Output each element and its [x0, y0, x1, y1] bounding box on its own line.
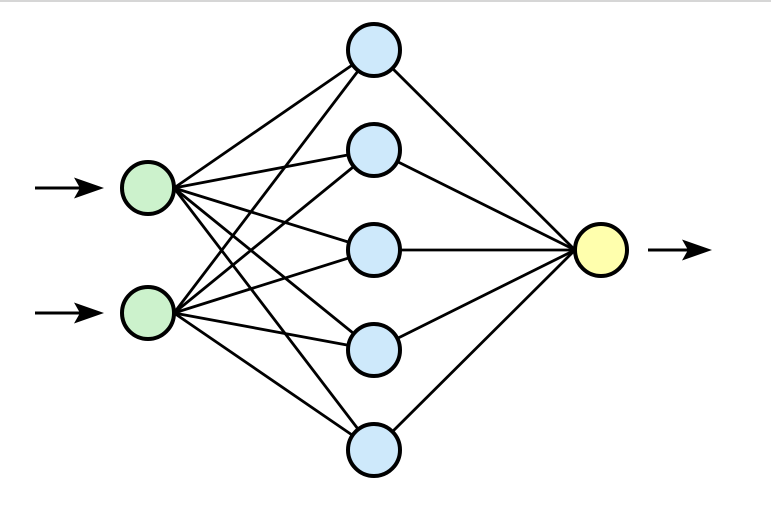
hidden-node-5: [346, 422, 402, 478]
arrow-head: [74, 177, 104, 199]
nodes-layer: [120, 22, 629, 478]
edge-input-1-hidden-5: [172, 187, 376, 451]
output-node-1: [573, 222, 629, 278]
edge-input-2-hidden-3: [173, 248, 375, 315]
arrow-head: [682, 239, 712, 261]
edge-input-1-hidden-3: [173, 186, 375, 252]
edge-input-2-hidden-2: [173, 148, 375, 315]
input-node-2: [120, 285, 176, 341]
input-node-1: [120, 160, 176, 216]
window-top-border: [0, 0, 771, 2]
edges-layer: [172, 48, 576, 452]
edge-hidden-2-output-1: [373, 148, 576, 252]
edge-hidden-5-output-1: [373, 249, 576, 451]
edge-hidden-1-output-1: [373, 49, 576, 251]
hidden-node-4: [346, 322, 402, 378]
edge-input-2-hidden-4: [173, 311, 375, 352]
arrow-head: [74, 302, 104, 324]
edge-input-2-hidden-1: [172, 49, 376, 314]
hidden-node-1: [346, 22, 402, 78]
hidden-node-2: [346, 122, 402, 178]
input-arrow-2: [35, 302, 104, 324]
edge-hidden-4-output-1: [373, 248, 576, 352]
edge-input-1-hidden-4: [173, 186, 375, 352]
input-arrow-1: [35, 177, 104, 199]
edge-input-1-hidden-1: [173, 48, 375, 190]
edge-input-2-hidden-5: [173, 311, 375, 452]
hidden-node-3: [346, 222, 402, 278]
edge-input-1-hidden-2: [173, 148, 375, 190]
output-arrow-1: [648, 239, 712, 261]
